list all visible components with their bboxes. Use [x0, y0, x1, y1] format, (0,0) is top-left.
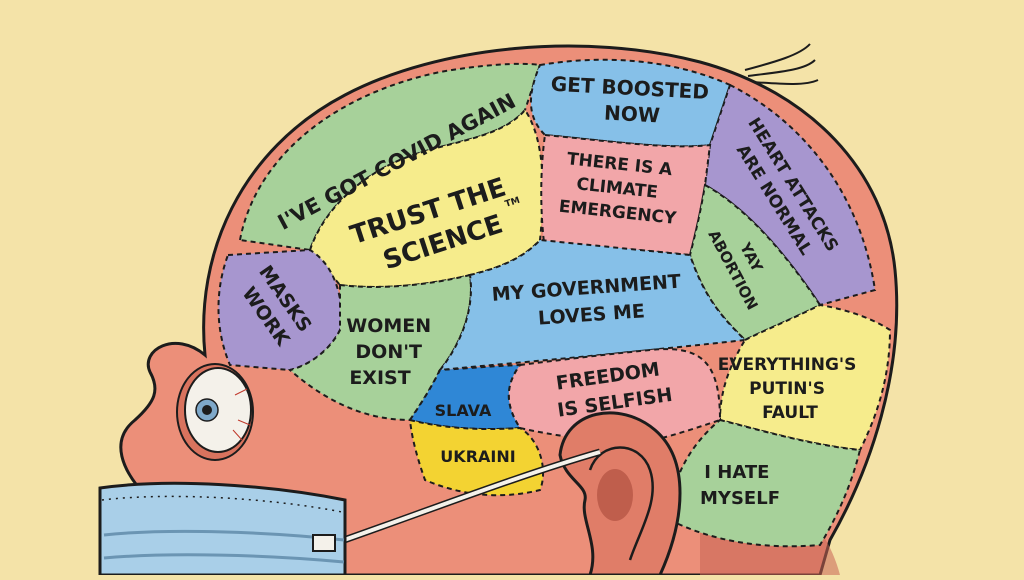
label-putin-line-1: EVERYTHING'S — [718, 355, 857, 375]
label-women-line-3: EXIST — [349, 367, 410, 389]
label-climate: THERE IS A CLIMATE EMERGENCY — [558, 149, 683, 229]
label-ukraini: UKRAINI — [440, 447, 515, 466]
label-science-tm: TM — [504, 196, 521, 210]
label-boosted-line-2: NOW — [604, 101, 661, 128]
region-covid — [238, 62, 542, 252]
label-hate-line-2: MYSELF — [700, 488, 780, 509]
region-climate — [540, 133, 712, 257]
label-women: WOMEN DON'T EXIST — [346, 315, 438, 389]
region-women — [287, 273, 472, 422]
label-hate-line-1: I HATE — [704, 462, 769, 483]
region-slava — [408, 363, 523, 431]
brain-regions — [217, 58, 892, 548]
label-women-line-2: DON'T — [355, 341, 422, 363]
label-putin-line-3: FAULT — [762, 403, 818, 423]
eye — [176, 363, 254, 461]
region-hate — [668, 418, 862, 548]
face-mask — [98, 448, 601, 577]
region-putin — [718, 303, 892, 452]
label-putin: EVERYTHING'S PUTIN'S FAULT — [718, 355, 863, 423]
region-freedom — [507, 348, 722, 447]
label-women-line-1: WOMEN — [346, 315, 431, 337]
region-ukraini — [408, 418, 545, 497]
label-hate: I HATE MYSELF — [700, 462, 780, 509]
label-slava: SLAVA — [435, 401, 492, 420]
label-putin-line-2: PUTIN'S — [749, 379, 825, 399]
hair-strands — [744, 43, 819, 85]
region-heart — [703, 83, 877, 307]
region-science — [308, 108, 544, 288]
